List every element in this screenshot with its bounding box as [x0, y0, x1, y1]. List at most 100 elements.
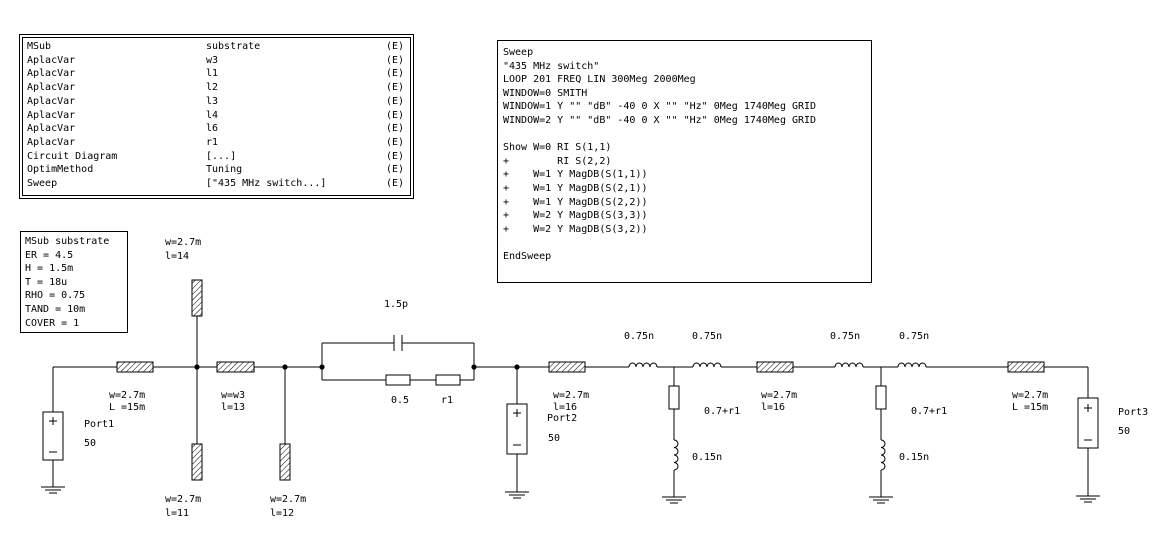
- inductor-4: [897, 362, 927, 368]
- tline2-width: w=w3: [221, 390, 246, 401]
- variable-value: ["435 MHz switch...]: [206, 178, 327, 189]
- sweep-line: "435 MHz switch": [503, 60, 600, 72]
- variable-type: AplacVar: [27, 54, 76, 66]
- substrate-line: RHO = 0.75: [25, 290, 86, 302]
- variable-value: l6: [206, 123, 219, 135]
- variable-value: Tuning: [206, 164, 243, 176]
- ground-port1: [41, 486, 65, 494]
- variable-flag: (E): [385, 136, 404, 148]
- inductor1-value: 0.75n: [624, 331, 655, 342]
- substrate-line: ER = 4.5: [25, 249, 74, 261]
- junction-dot: [471, 364, 477, 370]
- variable-type: AplacVar: [27, 109, 76, 121]
- substrate-line: COVER = 1: [25, 317, 80, 329]
- variable-value: [...]: [206, 150, 237, 162]
- inductor4-value: 0.75n: [899, 331, 930, 342]
- variable-flag: (E): [385, 164, 404, 176]
- stub14-length: l=14: [165, 251, 190, 262]
- tline4-length: l=16: [761, 402, 786, 413]
- tline1-width: w=2.7m: [109, 390, 146, 401]
- variable-value: r1: [206, 136, 219, 148]
- variable-row[interactable]: AplacVar l4 (E): [23, 109, 410, 123]
- inductor-shunt-2: [880, 439, 886, 471]
- variable-value: substrate: [206, 41, 261, 52]
- tline-4: [756, 361, 794, 373]
- sweep-line: Sweep: [503, 47, 534, 58]
- variable-row[interactable]: Circuit Diagram[...](E): [23, 150, 410, 164]
- variable-row[interactable]: MSub substrate (E): [23, 40, 410, 54]
- resistor-shunt1-value: 0.7+r1: [704, 406, 741, 417]
- sweep-line: + W=1 Y MagDB(S(1,1)): [503, 169, 648, 181]
- variable-type: Sweep: [27, 178, 58, 189]
- variable-type: MSub: [27, 41, 52, 52]
- sweep-line: + W=1 Y MagDB(S(2,1)): [503, 183, 648, 194]
- tline2-length: l=13: [221, 402, 246, 413]
- capacitor: [393, 335, 403, 351]
- resistor-shunt2-value: 0.7+r1: [911, 406, 948, 417]
- tline3-width: w=2.7m: [553, 390, 590, 401]
- sweep-box: Sweep"435 MHz switch"LOOP 201 FREQ LIN 3…: [497, 40, 872, 283]
- inductor3-value: 0.75n: [830, 331, 861, 342]
- junction-dot: [319, 364, 325, 370]
- variable-flag: (E): [385, 54, 404, 66]
- port-2: [506, 403, 528, 455]
- variable-row[interactable]: AplacVar r1 (E): [23, 136, 410, 150]
- resistor-fixed: [385, 374, 411, 386]
- sweep-line: WINDOW=0 SMITH: [503, 87, 588, 99]
- variable-value: w3: [206, 54, 219, 66]
- resistor-var-value: r1: [441, 395, 454, 406]
- ground-shunt1: [662, 496, 686, 504]
- inductor2-value: 0.75n: [692, 331, 723, 342]
- substrate-line: H = 1.5m: [25, 263, 74, 275]
- variable-flag: (E): [385, 95, 404, 107]
- substrate-line: MSub substrate: [25, 236, 110, 247]
- tline5-length: L =15m: [1012, 402, 1049, 413]
- stub12-length: l=12: [270, 508, 295, 519]
- tline-2: [216, 361, 255, 373]
- inductor-shunt-1: [673, 439, 679, 471]
- inductor-shunt2-value: 0.15n: [899, 452, 930, 463]
- variable-row[interactable]: AplacVar w3 (E): [23, 54, 410, 68]
- sweep-line: WINDOW=2 Y "" "dB" -40 0 X "" "Hz" 0Meg …: [503, 115, 817, 126]
- variable-flag: (E): [385, 82, 404, 94]
- ground-shunt2: [869, 496, 893, 504]
- tline4-width: w=2.7m: [761, 390, 798, 401]
- sweep-line: Show W=0 RI S(1,1): [503, 142, 612, 154]
- substrate-line: T = 18u: [25, 276, 68, 288]
- sweep-line: + RI S(2,2): [503, 155, 612, 167]
- inductor-2: [692, 362, 722, 368]
- sweep-line: + W=2 Y MagDB(S(3,2)): [503, 223, 648, 235]
- variable-type: AplacVar: [27, 136, 76, 148]
- tline1-length: L =15m: [109, 402, 146, 413]
- variable-value: l2: [206, 82, 219, 94]
- port1-impedance: 50: [84, 438, 97, 449]
- ground-port2: [505, 491, 529, 499]
- stub11-length: l=11: [165, 508, 190, 519]
- variable-flag: (E): [385, 41, 404, 52]
- variable-type: AplacVar: [27, 95, 76, 107]
- tline5-width: w=2.7m: [1012, 390, 1049, 401]
- variable-flag: (E): [385, 178, 404, 189]
- stub-11: [191, 443, 203, 481]
- variable-value: l4: [206, 109, 219, 121]
- variable-flag: (E): [385, 109, 404, 121]
- variable-row[interactable]: Sweep ["435 MHz switch...] (E): [23, 177, 410, 191]
- stub11-width: w=2.7m: [165, 494, 202, 505]
- stub14-width: w=2.7m: [165, 237, 202, 248]
- tline-1: [116, 361, 154, 373]
- stub-12: [279, 443, 291, 481]
- stub12-width: w=2.7m: [270, 494, 307, 505]
- variable-type: AplacVar: [27, 68, 76, 80]
- sweep-line: + W=1 Y MagDB(S(2,2)): [503, 196, 648, 208]
- sweep-line: WINDOW=1 Y "" "dB" -40 0 X "" "Hz" 0Meg …: [503, 101, 817, 113]
- stub-14: [191, 279, 203, 317]
- variable-type: AplacVar: [27, 123, 76, 135]
